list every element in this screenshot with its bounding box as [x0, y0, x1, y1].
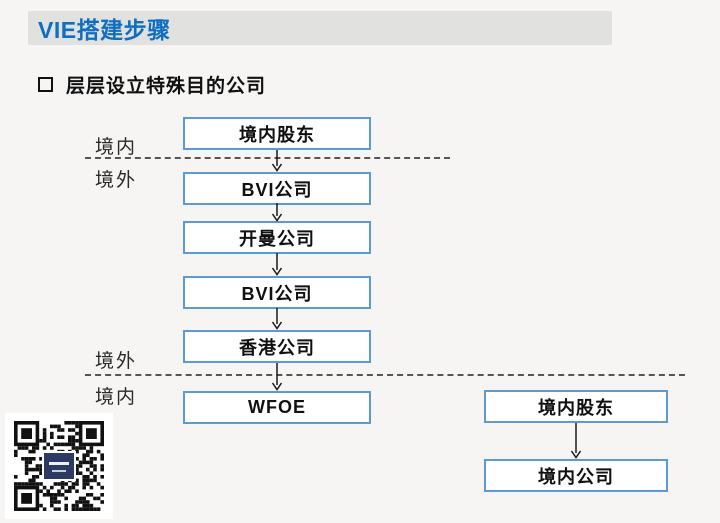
qr-center-logo	[42, 451, 76, 481]
border-dashed-line-bottom	[85, 374, 685, 376]
arrow-down-icon	[271, 203, 283, 222]
arrow-down-icon	[271, 308, 283, 330]
flow-node-domestic-shareholder-right: 境内股东	[484, 390, 668, 423]
square-bullet-icon	[38, 77, 53, 92]
region-label-outside-bottom: 境外	[95, 351, 138, 372]
qr-logo-text-mark	[52, 470, 66, 472]
flow-node-bvi-2: BVI公司	[183, 276, 371, 309]
page-title: VIE搭建步骤	[38, 17, 171, 43]
flow-node-hongkong: 香港公司	[183, 330, 371, 363]
region-label-outside-top: 境外	[95, 170, 138, 191]
bullet-row: 层层设立特殊目的公司	[38, 71, 266, 98]
arrow-down-icon	[271, 363, 283, 391]
qr-code	[5, 413, 113, 519]
border-dashed-line-top	[85, 157, 450, 159]
arrow-down-icon	[570, 423, 582, 459]
arrow-down-icon	[271, 150, 283, 172]
qr-logo-text-mark	[49, 462, 69, 465]
region-label-inside-bottom: 境内	[95, 387, 138, 408]
flow-node-domestic-company: 境内公司	[484, 459, 668, 492]
flow-node-wfoe: WFOE	[183, 391, 371, 424]
region-label-inside-top: 境内	[95, 137, 138, 158]
arrow-down-icon	[271, 253, 283, 276]
bullet-text: 层层设立特殊目的公司	[66, 76, 267, 97]
title-bar: VIE搭建步骤	[28, 11, 612, 45]
flow-node-cayman: 开曼公司	[183, 221, 371, 254]
flow-node-bvi-1: BVI公司	[183, 172, 371, 205]
flow-node-domestic-shareholder-top: 境内股东	[183, 117, 371, 150]
